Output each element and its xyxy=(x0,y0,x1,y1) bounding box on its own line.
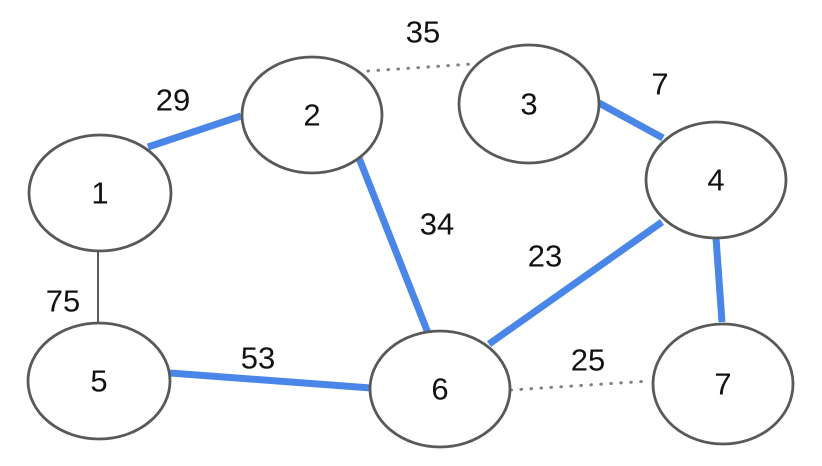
edge-5-6 xyxy=(169,369,372,392)
node-label-2: 2 xyxy=(303,98,320,133)
node-4 xyxy=(644,120,788,240)
node-3 xyxy=(457,43,601,165)
edge-2-6 xyxy=(355,156,432,335)
edge-weight-2-3: 35 xyxy=(406,15,440,50)
edge-weight-1-5: 75 xyxy=(46,284,80,319)
node-1 xyxy=(27,133,173,253)
node-label-4: 4 xyxy=(707,163,724,198)
node-7 xyxy=(651,322,795,446)
node-5 xyxy=(26,321,172,441)
edge-2-3 xyxy=(366,62,474,73)
edge-weight-6-7: 25 xyxy=(571,343,605,378)
node-label-7: 7 xyxy=(714,367,731,402)
edge-4-6 xyxy=(486,219,665,347)
edge-weight-1-2: 29 xyxy=(156,83,190,118)
node-6 xyxy=(368,329,512,449)
edge-3-4 xyxy=(597,99,665,142)
edge-weight-5-6: 53 xyxy=(241,341,275,376)
node-label-3: 3 xyxy=(520,87,537,122)
edge-1-2 xyxy=(146,112,243,151)
node-label-1: 1 xyxy=(91,176,108,211)
node-label-6: 6 xyxy=(431,372,448,407)
edge-6-7 xyxy=(509,379,652,392)
edge-weight-4-6: 23 xyxy=(528,239,562,274)
node-label-5: 5 xyxy=(90,364,107,399)
edge-4-7 xyxy=(712,237,726,323)
edge-weight-2-6: 34 xyxy=(420,207,454,242)
edge-weight-3-4: 7 xyxy=(651,67,668,102)
node-2 xyxy=(240,55,384,175)
